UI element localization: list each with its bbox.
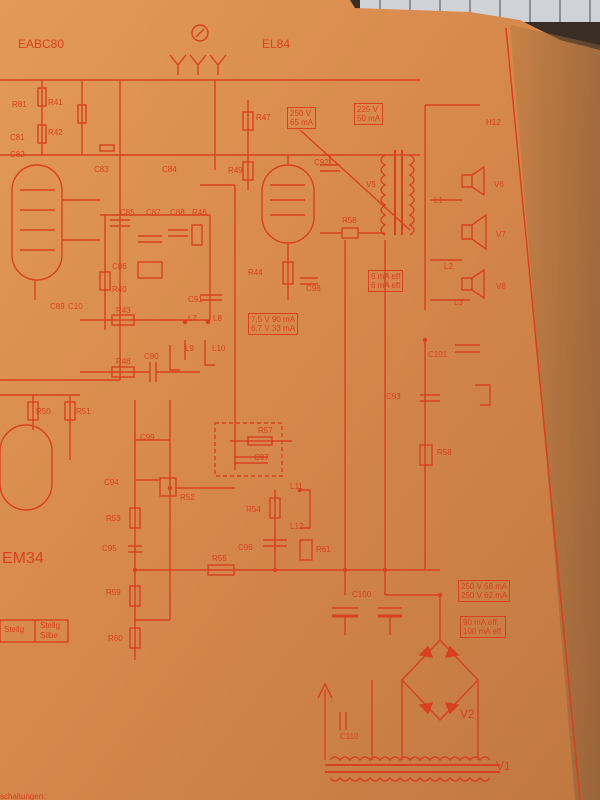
supply-voltage-note: 250 V 58 mA 250 V 62 mA <box>458 580 511 602</box>
label-c90: C90 <box>144 352 159 361</box>
label-r47: R47 <box>256 113 271 122</box>
label-r55: R55 <box>212 554 227 563</box>
voltage-box-left-line-1: 250 V <box>290 109 311 118</box>
label-c94: C94 <box>104 478 119 487</box>
tube-label-em34: EM34 <box>2 550 44 567</box>
label-l11: L11 <box>290 482 303 491</box>
junction-dots <box>132 319 443 598</box>
legend-cell-1: Stellg <box>4 625 25 634</box>
label-l2: L2 <box>444 262 453 271</box>
rectifier-current-line-1: 90 mA eff. <box>463 618 499 627</box>
label-v8: V8 <box>496 282 506 291</box>
label-c10: C10 <box>68 302 83 311</box>
circuit-lines <box>0 24 500 782</box>
label-c92: C92 <box>314 158 329 167</box>
voltage-box-right-line-2: 50 mA <box>357 114 381 123</box>
label-c84: C84 <box>162 165 177 174</box>
label-c99: C99 <box>140 433 155 442</box>
legend-cell-3: Silbe <box>40 631 58 640</box>
label-h12: H12 <box>486 118 501 127</box>
voltage-box-right: 225 V 50 mA <box>354 103 384 125</box>
label-l9: L9 <box>185 344 194 353</box>
label-r58: R58 <box>437 448 452 457</box>
label-c86: C86 <box>112 262 127 271</box>
label-r52: R52 <box>180 493 195 502</box>
label-c93: C93 <box>386 392 401 401</box>
label-v6: V6 <box>494 180 504 189</box>
label-c85: C85 <box>120 208 135 217</box>
label-c82: C82 <box>10 150 25 159</box>
label-l7: L7 <box>188 314 197 323</box>
label-c110: C110 <box>340 732 359 741</box>
label-v5: V5 <box>366 180 376 189</box>
rectifier-current-note: 90 mA eff. 100 mA eff. <box>460 616 507 638</box>
label-r46: R46 <box>192 208 207 217</box>
label-r61: R61 <box>316 545 331 554</box>
label-l3: L3 <box>454 298 463 307</box>
label-r40: R40 <box>112 285 127 294</box>
label-r81: R81 <box>12 100 27 109</box>
label-r42: R42 <box>48 128 63 137</box>
label-l10: L10 <box>212 344 226 353</box>
voltage-box-left: 250 V 65 mA <box>287 107 317 129</box>
label-c87: C87 <box>146 208 161 217</box>
label-c89: C89 <box>50 302 65 311</box>
border-line <box>505 27 581 800</box>
rectifier-current-line-2: 100 mA eff. <box>463 627 504 636</box>
label-r56: R56 <box>342 216 357 225</box>
transformer-current-line-1: 6 mA eff <box>371 272 401 281</box>
label-v7: V7 <box>496 230 506 239</box>
label-r59: R59 <box>106 588 121 597</box>
label-l12: L12 <box>290 522 304 531</box>
label-c101: C101 <box>428 350 448 359</box>
label-v2: V2 <box>460 707 475 721</box>
label-c97: C97 <box>254 453 269 462</box>
label-r49: R49 <box>228 166 243 175</box>
label-r41: R41 <box>48 98 63 107</box>
label-r50: R50 <box>36 407 51 416</box>
label-c100: C100 <box>352 590 372 599</box>
legend-cell-2: Stellg <box>40 621 61 630</box>
label-c83: C83 <box>94 165 109 174</box>
label-l8: L8 <box>213 314 222 323</box>
label-v1: V1 <box>496 759 511 773</box>
label-r53: R53 <box>106 514 121 523</box>
el84-current-note: 7,5 V 90 mA 6,7 V 33 mA <box>248 313 299 335</box>
label-c95: C95 <box>102 544 117 553</box>
label-c91: C91 <box>188 295 203 304</box>
paper-fold-shadow <box>510 25 600 800</box>
label-c81: C81 <box>10 133 25 142</box>
supply-voltage-line-2: 250 V 62 mA <box>461 591 508 600</box>
label-r44: R44 <box>248 268 263 277</box>
label-r43: R43 <box>116 306 131 315</box>
transformer-current-note: 6 mA eff 6 mA eff <box>368 270 404 292</box>
el84-current-line-1: 7,5 V 90 mA <box>251 315 296 324</box>
label-c88: C88 <box>170 208 185 217</box>
label-r51: R51 <box>76 407 91 416</box>
voltage-box-right-line-1: 225 V <box>357 105 378 114</box>
label-c96: C96 <box>238 543 253 552</box>
el84-current-line-2: 6,7 V 33 mA <box>251 324 296 333</box>
transformer-current-line-2: 6 mA eff <box>371 281 401 290</box>
supply-voltage-line-1: 250 V 58 mA <box>461 582 508 591</box>
label-r48: R48 <box>116 357 131 366</box>
label-r57: R57 <box>258 426 273 435</box>
tube-label-eabc80: EABC80 <box>18 37 65 51</box>
label-r60: R60 <box>108 634 123 643</box>
footer-note: schaltungen: <box>0 792 46 800</box>
tube-label-el84: EL84 <box>262 37 291 51</box>
label-c98: C98 <box>306 284 321 293</box>
label-l1: L1 <box>434 196 443 205</box>
voltage-box-left-line-2: 65 mA <box>290 118 314 127</box>
label-r54: R54 <box>246 505 261 514</box>
